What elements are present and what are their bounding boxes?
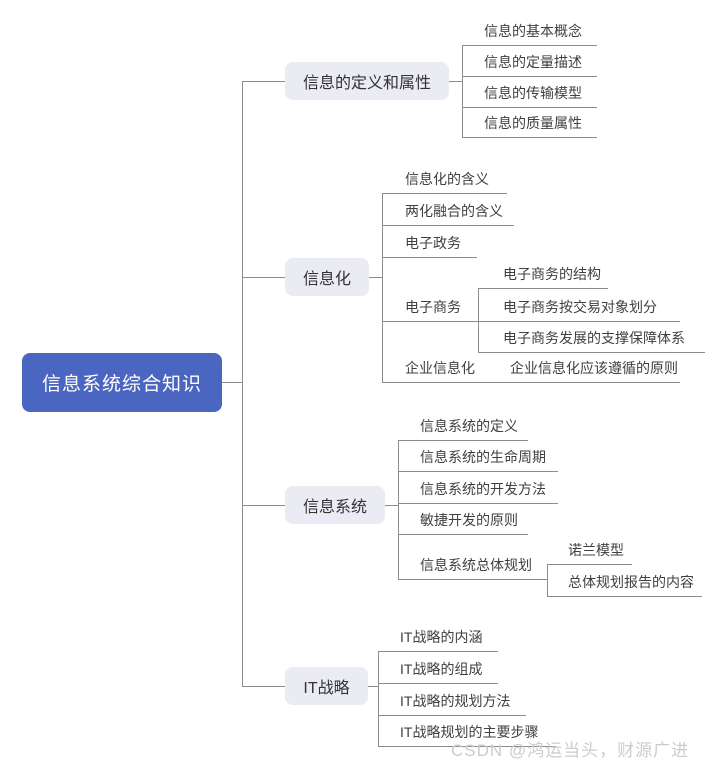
connector-line (478, 288, 479, 352)
connector-line (368, 686, 378, 687)
connector-line (378, 651, 379, 746)
connector-line (242, 81, 285, 82)
leaf-node[interactable]: 电子政务 (382, 232, 477, 258)
connector-line (449, 81, 462, 82)
leaf-node[interactable]: 两化融合的含义 (382, 200, 514, 226)
connector-line (242, 686, 285, 687)
connector-line (462, 45, 463, 138)
connector-line (222, 382, 242, 383)
leaf-node[interactable]: 信息的定量描述 (462, 51, 597, 77)
leaf-node[interactable]: IT战略的规划方法 (378, 690, 526, 716)
connector-spine (242, 81, 243, 686)
leaf-node[interactable]: IT战略规划的主要步骤 (378, 721, 556, 747)
leaf-node[interactable]: 企业信息化 (405, 360, 475, 376)
leaf-node[interactable]: 信息系统的生命周期 (398, 446, 558, 472)
leaf-node[interactable]: 信息化的含义 (382, 168, 507, 194)
branch-node-info-system[interactable]: 信息系统 (285, 486, 385, 524)
leaf-node[interactable]: 电子商务按交易对象划分 (478, 296, 680, 322)
branch-node-informatization[interactable]: 信息化 (285, 258, 369, 296)
branch-node-it-strategy[interactable]: IT战略 (285, 667, 368, 705)
leaf-node[interactable]: 信息系统的定义 (398, 415, 528, 441)
leaf-node[interactable]: IT战略的内涵 (378, 626, 498, 652)
leaf-node[interactable]: 信息的质量属性 (462, 112, 597, 138)
leaf-row-enterprise-informatization: 企业信息化 企业信息化应该遵循的原则 (382, 357, 680, 383)
leaf-node[interactable]: IT战略的组成 (378, 658, 498, 684)
leaf-node[interactable]: 电子商务的结构 (478, 263, 608, 289)
branch-node-info-definition[interactable]: 信息的定义和属性 (285, 62, 449, 100)
connector-line (547, 564, 548, 596)
connector-line (242, 505, 285, 506)
leaf-node[interactable]: 企业信息化应该遵循的原则 (510, 360, 678, 376)
csdn-watermark: CSDN @鸿运当头，财源广进 (451, 741, 690, 760)
leaf-node[interactable]: 敏捷开发的原则 (398, 509, 528, 535)
connector-line (382, 193, 383, 382)
leaf-node[interactable]: 诺兰模型 (547, 539, 632, 565)
connector-line (369, 277, 382, 278)
connector-line (398, 440, 399, 579)
leaf-node[interactable]: 总体规划报告的内容 (547, 571, 702, 597)
root-node[interactable]: 信息系统综合知识 (22, 353, 222, 412)
leaf-node[interactable]: 信息的基本概念 (462, 20, 597, 46)
leaf-node-overall-planning[interactable]: 信息系统总体规划 (398, 554, 547, 580)
connector-line (242, 277, 285, 278)
leaf-node-ecommerce[interactable]: 电子商务 (382, 296, 478, 322)
leaf-node[interactable]: 电子商务发展的支撑保障体系 (478, 327, 705, 353)
connector-line (385, 505, 398, 506)
leaf-node[interactable]: 信息的传输模型 (462, 82, 597, 108)
leaf-node[interactable]: 信息系统的开发方法 (398, 478, 558, 504)
